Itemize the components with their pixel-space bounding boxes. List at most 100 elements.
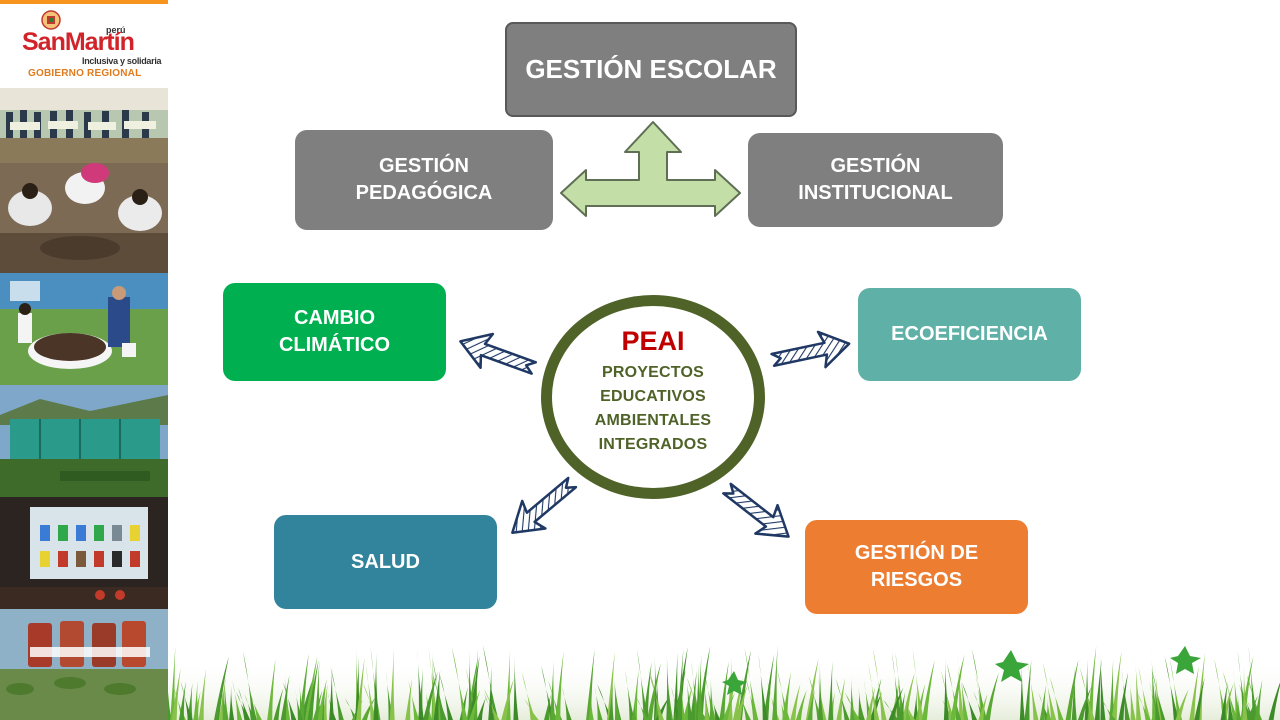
grass-blade <box>513 655 519 720</box>
grass-blade <box>1039 684 1047 720</box>
gestion-institucional-box: GESTIÓN INSTITUCIONAL <box>748 133 1003 227</box>
peai-title: PEAI <box>621 325 685 356</box>
grass-blade <box>417 648 424 720</box>
grass-blade <box>608 685 614 720</box>
grass-blade <box>866 686 876 720</box>
grass-blade <box>870 678 882 720</box>
grass-blade <box>902 672 915 720</box>
grass-blade <box>1233 666 1241 720</box>
grass-blade <box>671 687 682 720</box>
grass-blade <box>795 689 807 720</box>
grass-decoration <box>168 645 1280 720</box>
grass-blade <box>631 699 637 720</box>
grass-blade <box>758 653 768 720</box>
grass-blade <box>468 647 474 720</box>
grass-blade <box>915 683 926 720</box>
grass-blade <box>501 678 514 720</box>
grass-blade <box>1236 694 1242 720</box>
grass-blade <box>772 645 778 720</box>
peai-line-1: PROYECTOS <box>602 363 704 381</box>
grass-blade <box>895 652 906 720</box>
grass-blade <box>524 698 539 720</box>
grass-blade <box>973 691 986 720</box>
grass-blade <box>244 693 256 720</box>
grass-blade <box>905 699 911 720</box>
gestion-escolar-label: GESTIÓN ESCOLAR <box>525 53 777 84</box>
grass-blade <box>373 652 379 720</box>
grass-blade <box>273 688 284 720</box>
grass-blade <box>946 662 962 720</box>
photo-students-planting <box>0 163 168 273</box>
grass-blade <box>1079 666 1095 720</box>
seal-icon <box>41 10 61 30</box>
grass-blade <box>521 671 536 720</box>
grass-blade <box>439 673 453 720</box>
gestion-riesgos-box: GESTIÓN DE RIESGOS <box>805 520 1028 614</box>
grass-blade <box>433 670 441 720</box>
grass-blade <box>691 660 700 720</box>
grass-blade <box>1151 668 1166 720</box>
grass-blade <box>330 667 344 720</box>
logo-tagline: Inclusiva y solidaria <box>82 56 162 66</box>
grass-blade <box>1242 666 1248 720</box>
cambio-climatico-label: CAMBIO CLIMÁTICO <box>278 307 391 356</box>
grass-blade <box>544 694 551 720</box>
ecoeficiencia-label: ECOEFICIENCIA <box>891 323 1048 345</box>
grass-blade <box>1087 645 1097 720</box>
grass-blade <box>846 694 860 720</box>
grass-blade <box>365 663 376 720</box>
grass-blade <box>648 669 664 720</box>
hatched-arrow-icon <box>770 330 851 369</box>
grass-blade <box>607 651 615 720</box>
photo-jars-exhibit <box>0 609 168 720</box>
grass-blade <box>836 677 846 720</box>
grass-blade <box>735 685 748 720</box>
photo-students-banners <box>0 88 168 163</box>
grass-blade <box>555 651 564 720</box>
grass-blade <box>329 668 335 720</box>
grass-blade <box>385 670 394 720</box>
grass-blade <box>704 694 710 720</box>
grass-blade <box>1100 698 1116 720</box>
grass-blade <box>1019 663 1025 720</box>
grass-blade <box>187 682 193 720</box>
grass-blade <box>858 686 864 720</box>
grass-blade <box>805 658 819 720</box>
grass-blade <box>305 656 318 720</box>
grass-blade <box>677 648 684 720</box>
grass-blade <box>744 648 759 720</box>
grass-blade <box>1042 661 1057 720</box>
grass-blade <box>1164 655 1179 720</box>
grass-blade <box>835 678 850 720</box>
grass-blade <box>635 696 650 720</box>
grass-blade <box>361 697 376 720</box>
grass-blade <box>267 659 276 720</box>
grass-blade <box>863 679 873 720</box>
grass-blade <box>1268 682 1280 720</box>
grass-blade <box>312 690 323 720</box>
grass-blade <box>469 690 481 720</box>
grass-blade <box>1046 698 1052 720</box>
grass-blade <box>984 672 999 720</box>
grass-blade <box>1099 647 1106 720</box>
photo-greenhouse <box>0 385 168 497</box>
grass-blade <box>1135 654 1142 720</box>
grass-blade <box>1024 659 1032 720</box>
arrow-to-cambio-climatico <box>459 332 538 375</box>
grass-blade <box>432 658 446 720</box>
grass-blade <box>776 668 790 720</box>
grass-blade <box>695 699 708 720</box>
hatched-arrow-icon <box>459 332 538 375</box>
grass-blade <box>431 651 437 720</box>
grass-blade <box>476 697 486 720</box>
photo-garden-bottles <box>0 273 168 385</box>
grass-blade <box>649 672 664 720</box>
grass-blade <box>594 686 603 720</box>
grass-blade <box>957 652 965 720</box>
grass-blade <box>632 669 639 720</box>
grass-blade <box>722 692 735 720</box>
grass-blade <box>950 654 965 720</box>
grass-blade <box>451 647 468 720</box>
grass-blade <box>235 691 250 720</box>
grass-blade <box>921 660 935 720</box>
